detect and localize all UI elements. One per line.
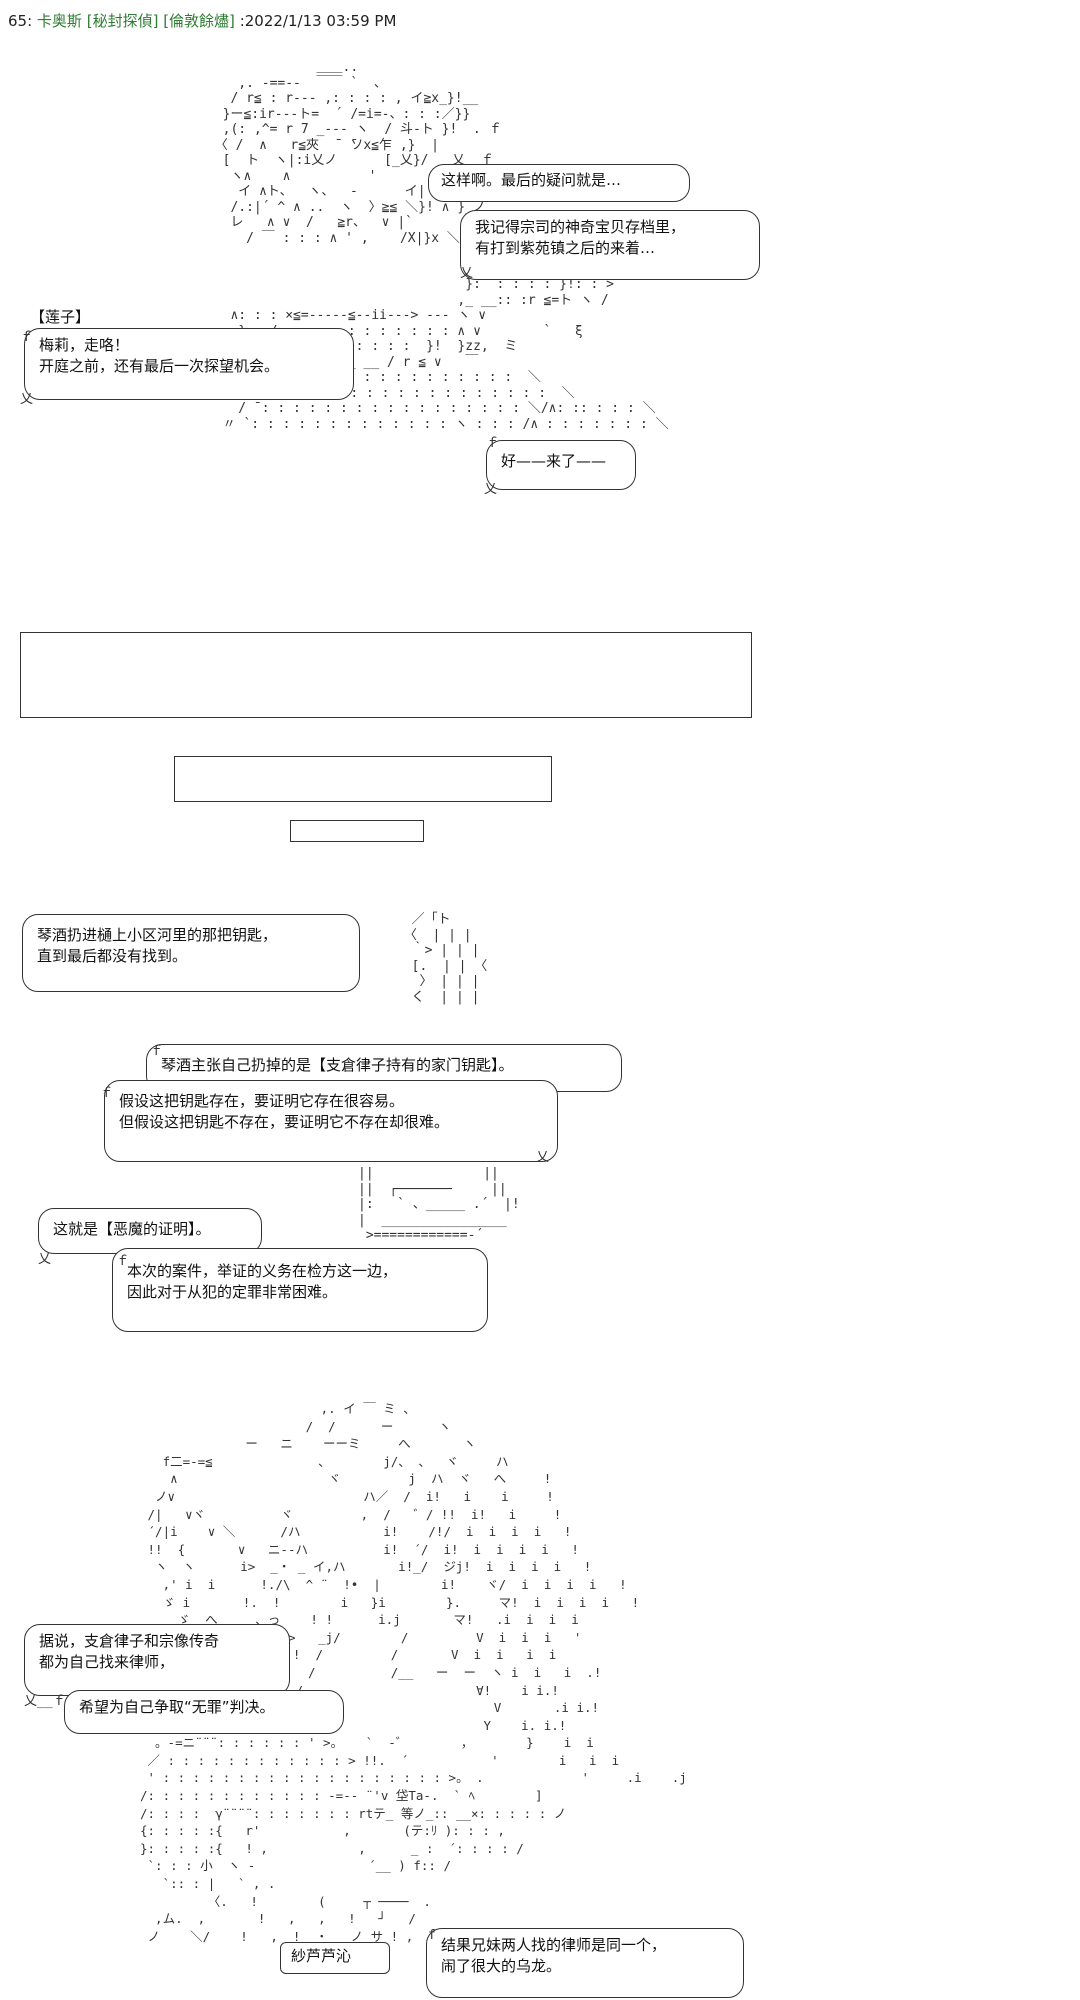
bubble-9-head: ｆ — [116, 1254, 130, 1269]
bubble-8-line-1: 这就是【恶魔的证明】。 — [53, 1220, 211, 1238]
speech-bubble-10: 据说，支倉律子和宗像传奇 都为自己找来律师， — [24, 1624, 290, 1696]
bubble-7-tail: 乂 — [536, 1150, 550, 1165]
bubble-12-line-1: 结果兄妹两人找的律师是同一个， — [441, 1936, 667, 1954]
bubble-6-line-1: 琴酒主张自己扔掉的是【支倉律子持有的家门钥匙】。 — [161, 1056, 514, 1074]
bubble-9-line-2: 因此对于从犯的定罪非常困难。 — [127, 1283, 338, 1301]
post-number: 65: — [8, 12, 33, 30]
post-header: 65: 卡奥斯 [秘封探偵] [倫敦餘燼] :2022/1/13 03:59 P… — [8, 10, 396, 31]
bubble-2-line-2: 有打到紫苑镇之后的来着… — [475, 239, 656, 257]
post-datetime: :2022/1/13 03:59 PM — [239, 12, 397, 30]
ascii-art-desk: || || || ┌─────── || |: ` 、_____ .´ |! |… — [358, 1166, 520, 1243]
small-sign-text: 紗芦芦沁 — [291, 1947, 352, 1965]
bubble-1-line-1: 这样啊。最后的疑问就是… — [441, 171, 622, 189]
speech-bubble-8: 这就是【恶魔的证明】。 — [38, 1208, 262, 1254]
bubble-10-line-2: 都为自己找来律师， — [39, 1653, 175, 1671]
bubble-2-tail: 乂 — [460, 266, 474, 281]
small-sign: 紗芦芦沁 — [280, 1942, 390, 1974]
empty-box-small — [290, 820, 424, 842]
bubble-3-head: ｆ — [20, 330, 34, 345]
speaker-tag: 【莲子】 — [30, 308, 91, 326]
bubble-11-line-1: 希望为自己争取“无罪”判决。 — [79, 1698, 275, 1716]
empty-box-medium — [174, 756, 552, 802]
speech-bubble-7: 假设这把钥匙存在，要证明它存在很容易。 但假设这把钥匙不存在，要证明它不存在却很… — [104, 1080, 558, 1162]
post-tags[interactable]: [秘封探偵] [倫敦餘燼] — [86, 12, 235, 30]
speech-bubble-11: 希望为自己争取“无罪”判决。 — [64, 1690, 344, 1734]
post-author[interactable]: 卡奥斯 — [36, 12, 82, 30]
bubble-10-tail: 乂__ｆ — [24, 1694, 66, 1709]
speech-bubble-9: 本次的案件，举证的义务在检方这一边， 因此对于从犯的定罪非常困难。 — [112, 1248, 488, 1332]
bubble-12-head: f — [428, 1928, 436, 1943]
bubble-12-line-2: 闹了很大的乌龙。 — [441, 1957, 562, 1975]
bubble-6-head: ｆ — [150, 1044, 164, 1059]
bubble-5-line-2: 直到最后都没有找到。 — [37, 947, 188, 965]
bubble-9-line-1: 本次的案件，举证的义务在检方这一边， — [127, 1262, 398, 1280]
bubble-7-head: ｆ — [100, 1086, 114, 1101]
speech-bubble-12: 结果兄妹两人找的律师是同一个， 闹了很大的乌龙。 — [426, 1928, 744, 1998]
bubble-10-line-1: 据说，支倉律子和宗像传奇 — [39, 1632, 220, 1650]
bubble-7-line-1: 假设这把钥匙存在，要证明它存在很容易。 — [119, 1092, 405, 1110]
speech-bubble-5: 琴酒扔进樋上小区河里的那把钥匙， 直到最后都没有找到。 — [22, 914, 360, 992]
speech-bubble-2: 我记得宗司的神奇宝贝存档里， 有打到紫苑镇之后的来着… — [460, 210, 760, 280]
speech-bubble-3: 梅莉，走咯！ 开庭之前，还有最后一次探望机会。 — [24, 328, 354, 400]
bubble-4-head: ｆ — [486, 436, 500, 451]
bubble-3-line-2: 开庭之前，还有最后一次探望机会。 — [39, 357, 280, 375]
bubble-5-line-1: 琴酒扔进樋上小区河里的那把钥匙， — [37, 926, 278, 944]
bubble-3-line-1: 梅莉，走咯！ — [39, 336, 130, 354]
bubble-7-line-2: 但假设这把钥匙不存在，要证明它不存在却很难。 — [119, 1113, 450, 1131]
empty-box-large — [20, 632, 752, 718]
speech-bubble-1: 这样啊。最后的疑问就是… — [428, 164, 690, 202]
bubble-8-tail: 乂 — [38, 1252, 52, 1267]
ascii-art-key-stick: ／「ト 〈 | | | ｀> | | | [. | | 〈 〉 | | | く … — [403, 912, 488, 1005]
bubble-4-tail: 乂 — [484, 482, 498, 497]
bubble-3-tail: 乂 — [20, 392, 34, 407]
speech-bubble-4: 好——来了—— — [486, 440, 636, 490]
bubble-4-line-1: 好——来了—— — [501, 452, 607, 470]
bubble-2-line-1: 我记得宗司的神奇宝贝存档里， — [475, 218, 686, 236]
